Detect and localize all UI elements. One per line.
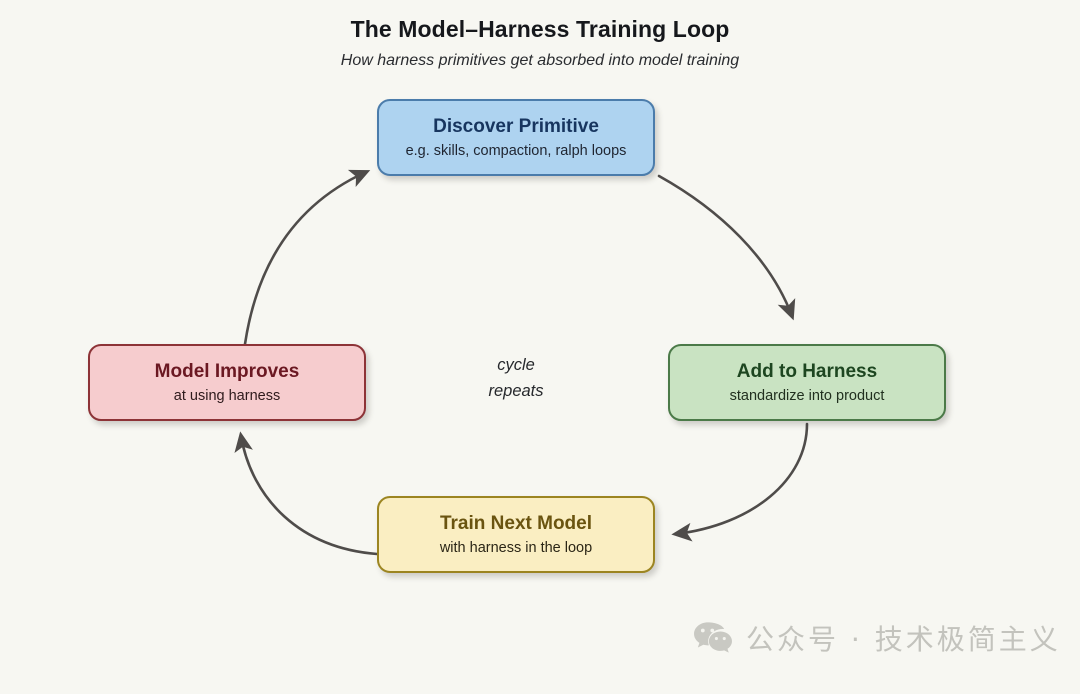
edge-improves-to-discover [243,169,371,346]
node-title: Discover Primitive [433,115,599,137]
node-title: Train Next Model [439,512,593,534]
node-title: Add to Harness [736,360,878,382]
node-train-next-model[interactable]: Train Next Model with harness in the loo… [377,496,655,573]
node-subtitle: with harness in the loop [439,539,593,556]
cycle-label-line2: repeats [488,381,544,400]
edge-harness-to-train [671,422,809,542]
node-subtitle: e.g. skills, compaction, ralph loops [405,142,627,159]
page-title: The Model–Harness Training Loop [350,16,730,42]
edge-train-to-improves [234,431,379,556]
node-add-to-harness[interactable]: Add to Harness standardize into product [668,344,946,421]
watermark: 公众号 · 技术极简主义 [693,618,1061,658]
page-subtitle: How harness primitives get absorbed into… [340,52,740,69]
node-model-improves[interactable]: Model Improves at using harness [88,344,366,421]
watermark-text: 公众号 · 技术极简主义 [746,623,1061,656]
cycle-center-label: cycle repeats [436,353,596,404]
edge-discover-to-harness [657,174,796,321]
node-subtitle: at using harness [173,387,281,404]
wechat-icon [694,622,732,653]
cycle-label-line1: cycle [497,356,535,374]
node-discover-primitive[interactable]: Discover Primitive e.g. skills, compacti… [377,99,655,176]
node-subtitle: standardize into product [729,387,885,404]
node-title: Model Improves [154,360,300,382]
